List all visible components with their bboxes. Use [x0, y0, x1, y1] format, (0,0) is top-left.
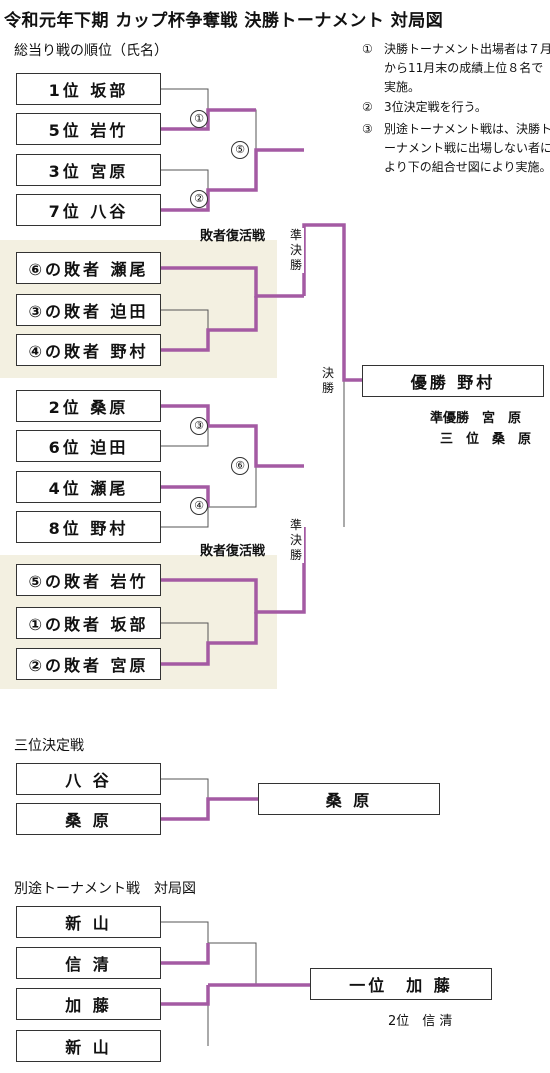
match-number-2: ② [190, 190, 208, 208]
note-2-text: 3位決定戦を行う。 [384, 100, 487, 114]
third-place-player-1: 八 谷 [16, 763, 161, 795]
note-1-number: ① [362, 42, 373, 56]
player-box-8: 8位 野村 [16, 511, 161, 543]
semifinal-label-char: 勝 [289, 548, 302, 562]
player-box-3: 3位 宮原 [16, 154, 161, 186]
third-place-winner-box: 桑 原 [258, 783, 440, 815]
repechage-1-player-2: ③の敗者 迫田 [16, 294, 161, 326]
player-box-4: 7位 八谷 [16, 194, 161, 226]
note-3-text: 別途トーナメント戦は、決勝トーナメント戦に出場しない者により下の組合せ図により実… [384, 122, 550, 174]
player-box-1: 1位 坂部 [16, 73, 161, 105]
player-box-6: 6位 迫田 [16, 430, 161, 462]
match-number-1: ① [190, 110, 208, 128]
final-label: 決 勝 [320, 366, 336, 396]
note-2: ② 3位決定戦を行う。 [362, 98, 550, 118]
repechage-1-player-3: ④の敗者 野村 [16, 334, 161, 366]
note-2-number: ② [362, 100, 373, 114]
final-label-char: 決 [321, 366, 334, 380]
semifinal-label-char: 準 [289, 228, 302, 242]
separate-tournament-label: 別途トーナメント戦 対局図 [14, 881, 196, 897]
runner-up-text: 準優勝 宮 原 [430, 411, 522, 426]
separate-player-3: 加 藤 [16, 988, 161, 1020]
repechage-2-player-3: ②の敗者 宮原 [16, 648, 161, 680]
repechage-2-player-1: ⑤の敗者 岩竹 [16, 564, 161, 596]
champion-box: 優勝 野村 [362, 365, 544, 397]
semifinal-label-2: 準 決 勝 [288, 518, 304, 563]
player-box-2: 5位 岩竹 [16, 113, 161, 145]
note-1: ① 決勝トーナメント出場者は７月から11月末の成績上位８名で実施。 [362, 40, 550, 97]
note-3: ③ 別途トーナメント戦は、決勝トーナメント戦に出場しない者により下の組合せ図によ… [362, 120, 550, 196]
player-box-7: 4位 瀬尾 [16, 471, 161, 503]
ranking-label: 総当り戦の順位（氏名） [14, 43, 168, 59]
note-1-text: 決勝トーナメント出場者は７月から11月末の成績上位８名で実施。 [384, 42, 550, 94]
match-number-3: ③ [190, 417, 208, 435]
player-box-5: 2位 桑原 [16, 390, 161, 422]
third-place-match-label: 三位決定戦 [14, 738, 84, 754]
semifinal-label-char: 決 [289, 533, 302, 547]
match-number-6: ⑥ [231, 457, 249, 475]
page-title: 令和元年下期 カップ杯争奪戦 決勝トーナメント 対局図 [4, 11, 444, 31]
third-place-text: 三 位 桑 原 [440, 432, 532, 447]
semifinal-label-char: 準 [289, 518, 302, 532]
repechage-label-1: 敗者復活戦 [200, 229, 266, 244]
third-place-player-2: 桑 原 [16, 803, 161, 835]
note-3-number: ③ [362, 122, 373, 136]
separate-player-1: 新 山 [16, 906, 161, 938]
separate-second-text: 2位 信 清 [388, 1014, 453, 1029]
final-label-char: 勝 [321, 381, 334, 395]
match-number-5: ⑤ [231, 141, 249, 159]
semifinal-label-char: 決 [289, 243, 302, 257]
semifinal-label-1: 準 決 勝 [288, 228, 304, 273]
repechage-2-player-2: ①の敗者 坂部 [16, 607, 161, 639]
separate-winner-box: 一位 加 藤 [310, 968, 492, 1000]
match-number-4: ④ [190, 497, 208, 515]
separate-player-2: 信 清 [16, 947, 161, 979]
repechage-label-2: 敗者復活戦 [200, 544, 266, 559]
separate-player-4: 新 山 [16, 1030, 161, 1062]
semifinal-label-char: 勝 [289, 258, 302, 272]
repechage-1-player-1: ⑥の敗者 瀬尾 [16, 252, 161, 284]
